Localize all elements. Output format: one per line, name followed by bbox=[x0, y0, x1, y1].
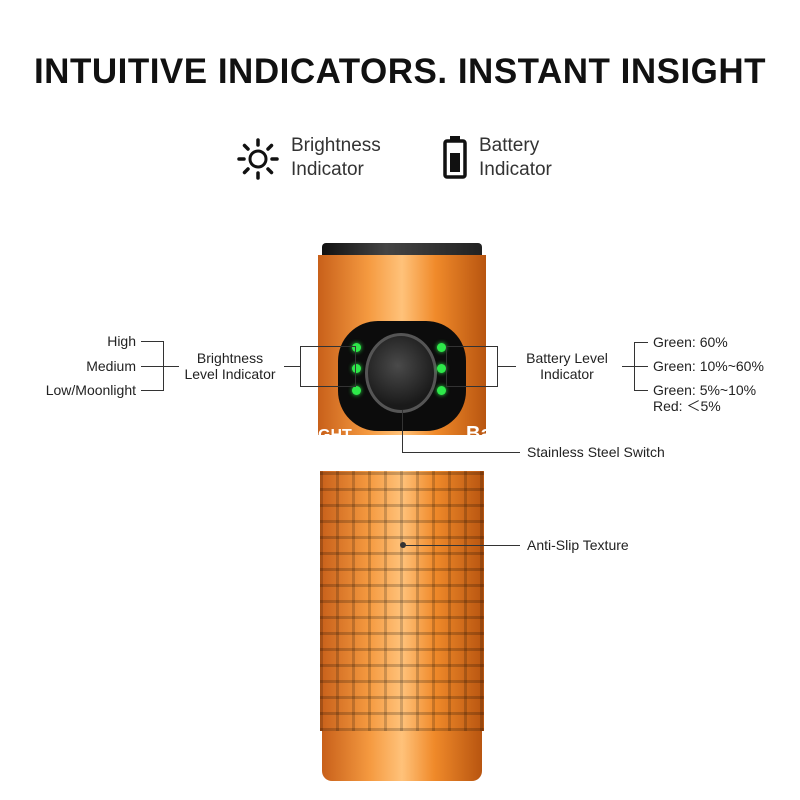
anti-slip-grip bbox=[320, 471, 484, 731]
battery-level-2: Green: 10%~60% bbox=[653, 358, 764, 374]
battery-label-line2: Indicator bbox=[540, 366, 594, 382]
page-title: INTUITIVE INDICATORS. INSTANT INSIGHT bbox=[33, 52, 767, 91]
brightness-label-line2: Level Indicator bbox=[184, 366, 276, 382]
battery-led-high bbox=[437, 343, 446, 352]
flashlight: GHT Ba bbox=[318, 243, 492, 783]
switch-button[interactable] bbox=[365, 333, 437, 413]
battery-label-line1: Battery Level bbox=[526, 350, 608, 366]
flashlight-tail bbox=[322, 731, 482, 781]
brightness-led-medium bbox=[352, 364, 361, 373]
texture-label: Anti-Slip Texture bbox=[527, 537, 629, 553]
legend-brightness-line1: Brightness bbox=[291, 135, 381, 156]
level-medium: Medium bbox=[86, 358, 136, 374]
switch-label: Stainless Steel Switch bbox=[527, 444, 665, 460]
sun-icon bbox=[237, 138, 279, 180]
level-high: High bbox=[107, 333, 136, 349]
legend-battery-line1: Battery bbox=[479, 135, 540, 156]
flashlight-cap bbox=[322, 243, 482, 257]
battery-led-low bbox=[437, 386, 446, 395]
battery-level-4: Red: ＜5% bbox=[653, 398, 721, 414]
brightness-label-line1: Brightness bbox=[196, 350, 264, 366]
battery-level-1: Green: 60% bbox=[653, 334, 728, 350]
battery-led-medium bbox=[437, 364, 446, 373]
level-low: Low/Moonlight bbox=[45, 382, 136, 398]
legend-brightness-line2: Indicator bbox=[291, 159, 364, 180]
brightness-led-low bbox=[352, 386, 361, 395]
body-text-right: Ba bbox=[466, 423, 492, 445]
brightness-led-high bbox=[352, 343, 361, 352]
body-text-left: GHT bbox=[318, 427, 352, 444]
legend-battery-line2: Indicator bbox=[479, 159, 552, 180]
battery-level-3: Green: 5%~10% bbox=[653, 382, 757, 398]
battery-icon bbox=[443, 136, 467, 179]
